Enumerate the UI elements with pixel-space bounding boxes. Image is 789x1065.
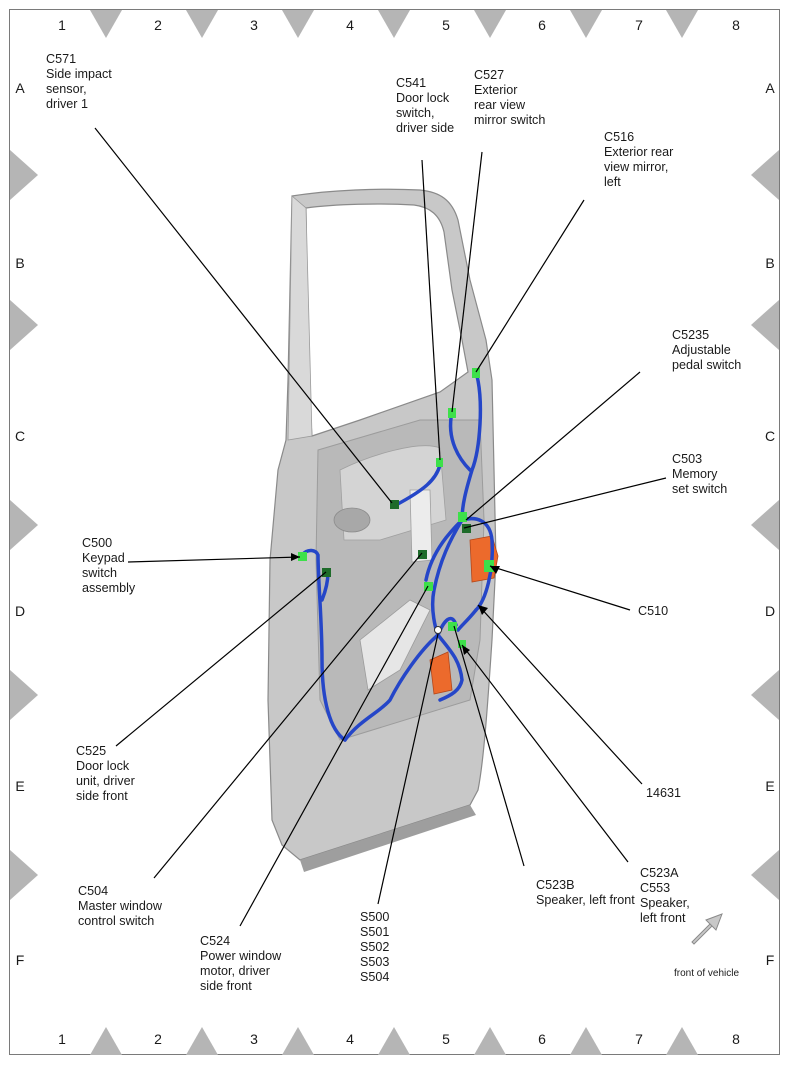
grid-row-left-d: D xyxy=(14,603,26,619)
callout-splices: S500 S501 S502 S503 S504 xyxy=(360,910,390,984)
grid-row-left-c: C xyxy=(14,428,26,444)
grid-col-bottom-8: 8 xyxy=(732,1031,740,1047)
grid-markers xyxy=(10,10,779,1055)
callout-c523a: C523A C553 Speaker, left front xyxy=(640,866,690,925)
grid-col-top-3: 3 xyxy=(250,17,258,33)
callout-c571: C571 Side impact sensor, driver 1 xyxy=(46,52,112,111)
grid-col-top-1: 1 xyxy=(58,17,66,33)
grid-row-right-d: D xyxy=(764,603,776,619)
connectors xyxy=(298,368,494,648)
callout-c510: C510 xyxy=(638,604,669,618)
grid-col-top-5: 5 xyxy=(442,17,450,33)
grid-col-bottom-3: 3 xyxy=(250,1031,258,1047)
grid-col-bottom-7: 7 xyxy=(635,1031,643,1047)
grid-row-right-e: E xyxy=(765,778,775,794)
callout-c503: C503 Memory set switch xyxy=(672,452,728,496)
callout-c527: C527 Exterior rear view mirror switch xyxy=(474,68,546,127)
grid-row-left-e: E xyxy=(15,778,25,794)
callout-c516: C516 Exterior rear view mirror, left xyxy=(604,130,674,189)
callout-c524: C524 Power window motor, driver side fro… xyxy=(200,934,282,993)
callout-c525: C525 Door lock unit, driver side front xyxy=(76,744,135,803)
grid-col-bottom-4: 4 xyxy=(346,1031,354,1047)
callout-c500: C500 Keypad switch assembly xyxy=(82,536,136,595)
front-of-vehicle-label: front of vehicle xyxy=(674,968,740,979)
grid-row-right-f: F xyxy=(765,952,775,968)
door-panel xyxy=(267,188,497,872)
callout-14631: 14631 xyxy=(646,786,682,800)
callout-c523b: C523B Speaker, left front xyxy=(536,878,635,907)
grid-col-top-8: 8 xyxy=(732,17,740,33)
callout-c504: C504 Master window control switch xyxy=(78,884,162,928)
leader-lines xyxy=(94,127,667,927)
grid-row-left-a: A xyxy=(15,80,25,96)
grid-col-bottom-5: 5 xyxy=(442,1031,450,1047)
leader-arrowheads xyxy=(291,553,500,655)
grid-col-bottom-6: 6 xyxy=(538,1031,546,1047)
callout-c541: C541 Door lock switch, driver side xyxy=(396,76,455,135)
grid-col-bottom-2: 2 xyxy=(154,1031,162,1047)
front-of-vehicle-arrow-icon xyxy=(691,913,723,945)
callout-c5235: C5235 Adjustable pedal switch xyxy=(672,328,742,372)
grid-col-top-2: 2 xyxy=(154,17,162,33)
grid-row-left-f: F xyxy=(15,952,25,968)
grid-col-top-4: 4 xyxy=(346,17,354,33)
grid-col-top-6: 6 xyxy=(538,17,546,33)
grid-row-left-b: B xyxy=(15,255,25,271)
grid-row-right-a: A xyxy=(765,80,775,96)
grid-row-right-b: B xyxy=(765,255,775,271)
grid-col-bottom-1: 1 xyxy=(58,1031,66,1047)
grid-col-top-7: 7 xyxy=(635,17,643,33)
grid-row-right-c: C xyxy=(764,428,776,444)
wiring-harness xyxy=(300,370,495,742)
